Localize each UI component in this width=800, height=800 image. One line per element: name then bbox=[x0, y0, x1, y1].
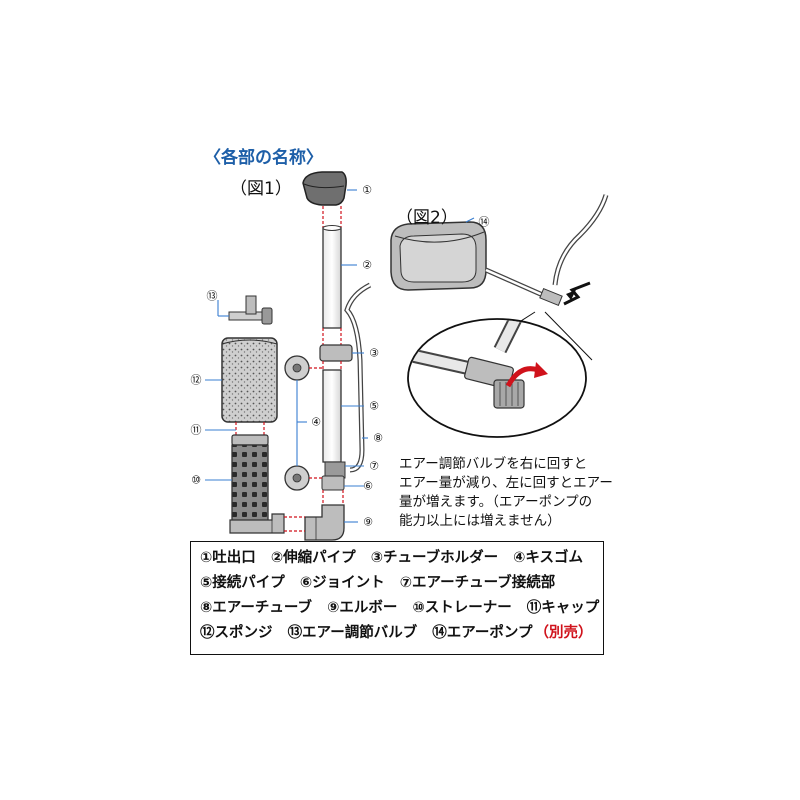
legend-item: ⑤接続パイプ bbox=[200, 575, 285, 591]
note-line: エアー調節バルブを右に回すと bbox=[399, 456, 588, 472]
cap-part bbox=[231, 434, 269, 446]
suction-cup bbox=[284, 355, 310, 381]
legend-item: ⑧エアーチューブ bbox=[200, 600, 313, 616]
callout-2: ② bbox=[362, 259, 372, 272]
joint-part bbox=[321, 475, 345, 491]
air-pump bbox=[390, 221, 487, 291]
outlet-tube bbox=[552, 194, 609, 286]
legend-row: ⑧エアーチューブ ⑨エルボー ⑩ストレーナー ⑪キャップ bbox=[200, 596, 603, 621]
telescopic-pipe bbox=[322, 227, 342, 329]
callout-5: ⑤ bbox=[369, 400, 379, 413]
legend-item: ⑨エルボー bbox=[327, 600, 398, 616]
callout-11: ⑪ bbox=[191, 424, 202, 437]
legend-item: ⑪キャップ bbox=[526, 600, 600, 616]
callout-8: ⑧ bbox=[373, 432, 383, 445]
legend-item: ⑦エアーチューブ接続部 bbox=[399, 575, 556, 591]
note-line: 量が増えます。（エアーポンプの bbox=[399, 494, 593, 510]
callout-14: ⑭ bbox=[479, 216, 490, 229]
legend-row: ①吐出口 ②伸縮パイプ ③チューブホルダー ④キスゴム bbox=[200, 546, 603, 571]
figure-2-label: （図2） bbox=[396, 208, 458, 228]
tube-holder bbox=[319, 344, 353, 362]
figure-1-label: （図1） bbox=[230, 179, 292, 199]
legend-row: ⑫スポンジ ⑬エアー調節バルブ ⑭エアーポンプ（別売） bbox=[200, 621, 603, 646]
parts-legend: ①吐出口 ②伸縮パイプ ③チューブホルダー ④キスゴム ⑤接続パイプ ⑥ジョイン… bbox=[190, 541, 604, 655]
callout-3: ③ bbox=[369, 347, 379, 360]
legend-item: ⑫スポンジ bbox=[200, 625, 273, 641]
valve-small bbox=[539, 287, 563, 307]
legend-item: ⑭エアーポンプ bbox=[432, 625, 533, 641]
strainer bbox=[231, 444, 269, 524]
figure-2 bbox=[390, 194, 609, 438]
note-line: 能力以上には増えません） bbox=[399, 513, 561, 529]
callout-6: ⑥ bbox=[363, 480, 373, 493]
callout-7: ⑦ bbox=[369, 460, 379, 473]
legend-item: ⑬エアー調節バルブ bbox=[287, 625, 418, 641]
valve-note: エアー調節バルブを右に回すと エアー量が減り、左に回すとエアー 量が増えます。（… bbox=[399, 455, 649, 531]
page-title: 〈各部の名称〉 bbox=[204, 148, 323, 168]
elbow-part bbox=[304, 504, 345, 541]
callout-12: ⑫ bbox=[191, 374, 202, 387]
note-line: エアー量が減り、左に回すとエアー bbox=[399, 475, 613, 491]
magnified-view bbox=[407, 318, 587, 438]
figure-1 bbox=[205, 171, 372, 541]
callout-1: ① bbox=[362, 184, 372, 197]
legend-item: ④キスゴム bbox=[513, 550, 583, 566]
callout-13: ⑬ bbox=[207, 290, 218, 303]
callout-10: ⑩ bbox=[191, 474, 201, 487]
outlet-part bbox=[302, 171, 347, 206]
suction-cup bbox=[284, 465, 310, 491]
callout-9: ⑨ bbox=[363, 516, 373, 529]
legend-item: ⑩ストレーナー bbox=[412, 600, 512, 616]
callout-4: ④ bbox=[311, 416, 321, 429]
connecting-pipe bbox=[322, 369, 342, 463]
legend-item: ③チューブホルダー bbox=[370, 550, 499, 566]
callout-numbers: ① ② ③ ④ ⑤ ⑥ ⑦ ⑧ ⑨ ⑩ ⑪ ⑫ ⑬ ⑭ bbox=[191, 184, 490, 529]
legend-item: ⑥ジョイント bbox=[299, 575, 385, 591]
legend-item: ②伸縮パイプ bbox=[270, 550, 356, 566]
sold-separately-note: （別売） bbox=[534, 625, 593, 641]
rotate-arrow bbox=[505, 366, 539, 388]
pointer-arrow bbox=[563, 281, 591, 306]
sponge bbox=[221, 337, 278, 423]
legend-row: ⑤接続パイプ ⑥ジョイント ⑦エアーチューブ接続部 bbox=[200, 571, 603, 596]
legend-item: ①吐出口 bbox=[200, 550, 256, 566]
air-control-valve bbox=[228, 295, 273, 325]
